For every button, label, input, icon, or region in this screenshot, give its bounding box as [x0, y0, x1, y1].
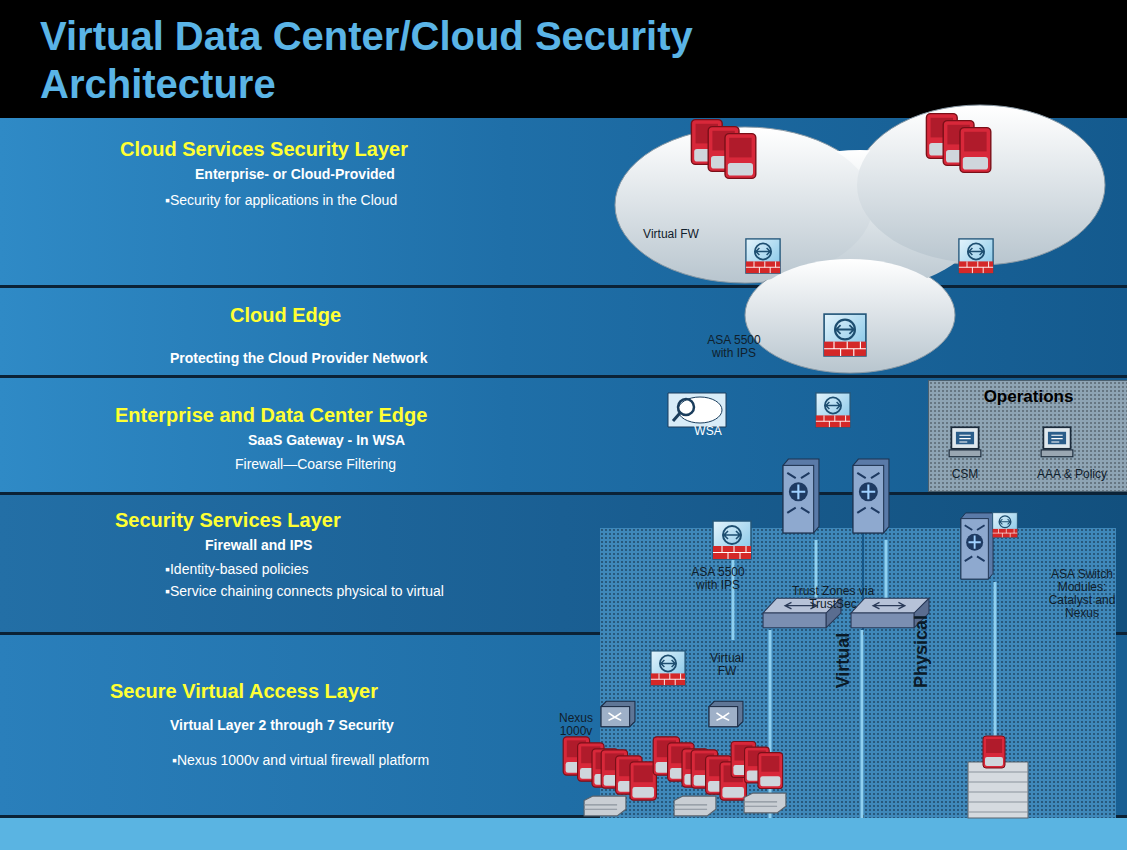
device-label: Nexus 1000v	[550, 712, 602, 738]
layer-band: Cloud EdgeProtecting the Cloud Provider …	[0, 288, 1127, 378]
device-label: ASA Switch Modules: Catalyst and Nexus	[1042, 568, 1122, 620]
layer-text: ▪Security for applications in the Cloud	[165, 192, 397, 208]
layer-text: Firewall—Coarse Filtering	[235, 456, 396, 472]
device-label: Virtual FW	[700, 652, 754, 678]
layer-heading: Security Services Layer	[115, 509, 341, 532]
region-label: Physical	[911, 615, 932, 688]
layer-heading: Secure Virtual Access Layer	[110, 680, 378, 703]
layer-text: Virtual Layer 2 through 7 Security	[170, 717, 394, 733]
cloud-shape	[615, 105, 1105, 373]
device-label: ASA 5500 with IPS	[696, 334, 772, 360]
layer-heading: Cloud Edge	[230, 304, 341, 327]
server-rack	[968, 762, 1028, 818]
device-label: ASA 5500 with IPS	[682, 566, 754, 592]
layer-text: Enterprise- or Cloud-Provided	[195, 166, 395, 182]
device-label: CSM	[945, 468, 985, 481]
layer-heading: Enterprise and Data Center Edge	[115, 404, 427, 427]
slide-title: Virtual Data Center/Cloud Security Archi…	[40, 12, 900, 108]
layer-text: Firewall and IPS	[205, 537, 312, 553]
device-label: Trust Zones via TrustSec	[770, 585, 896, 611]
layer-text: Protecting the Cloud Provider Network	[170, 350, 427, 366]
layer-heading: Operations	[984, 387, 1074, 407]
layer-text: SaaS Gateway - In WSA	[248, 432, 405, 448]
device-label: Virtual FW	[640, 228, 702, 241]
device-label: WSA	[683, 425, 733, 438]
layer-text: ▪Identity-based policies	[165, 561, 309, 577]
device-label: AAA & Policy	[1022, 468, 1122, 481]
region-label: Virtual	[833, 633, 854, 689]
layer-text: ▪Service chaining connects physical to v…	[165, 583, 444, 599]
layer-text: ▪Nexus 1000v and virtual firewall platfo…	[172, 752, 429, 768]
layer-heading: Cloud Services Security Layer	[120, 138, 408, 161]
wsa-icon	[668, 393, 726, 427]
